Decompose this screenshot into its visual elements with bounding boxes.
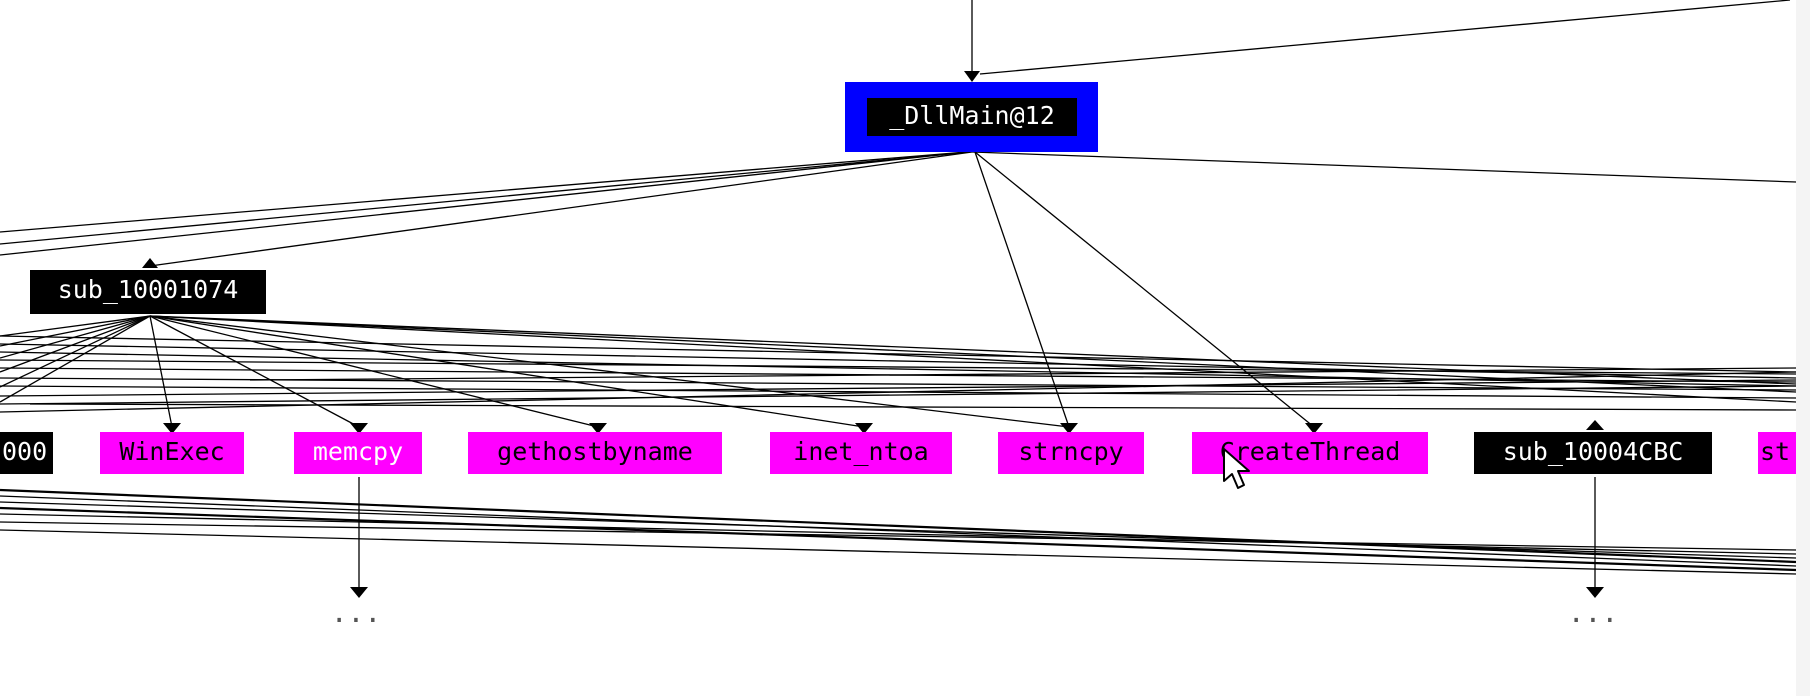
node-label: sub_10001074 [58,275,239,304]
node-dllmain[interactable]: _DllMain@12 [845,82,1098,152]
node-label: st [1760,437,1790,466]
arrowheads [142,71,1604,598]
node-label: CreateThread [1220,437,1401,466]
mouse-pointer-icon [1223,448,1250,489]
node-label: WinExec [119,437,224,466]
node-memcpy[interactable]: memcpy [294,432,422,474]
node-label: memcpy [313,437,403,466]
node-label: strncpy [1018,437,1123,466]
node-label: gethostbyname [497,437,693,466]
node-label: inet_ntoa [793,437,928,466]
node-partial-left[interactable]: 000 [0,432,53,474]
node-gethostbyname[interactable]: gethostbyname [468,432,722,474]
node-label: 000 [2,437,47,466]
node-sub-10004cbc[interactable]: sub_10004CBC [1474,432,1712,474]
node-partial-right[interactable]: st [1758,432,1798,474]
node-label: _DllMain@12 [889,101,1055,130]
window-edge [1796,0,1810,696]
graph-edges [0,0,1797,590]
node-sub-10001074[interactable]: sub_10001074 [30,270,266,314]
node-winexec[interactable]: WinExec [100,432,244,474]
node-inet-ntoa[interactable]: inet_ntoa [770,432,952,474]
node-strncpy[interactable]: strncpy [998,432,1144,474]
node-label: sub_10004CBC [1503,437,1684,466]
collapsed-children-memcpy[interactable]: ... [331,596,382,629]
collapsed-children-sub-10004cbc[interactable]: ... [1568,596,1619,629]
